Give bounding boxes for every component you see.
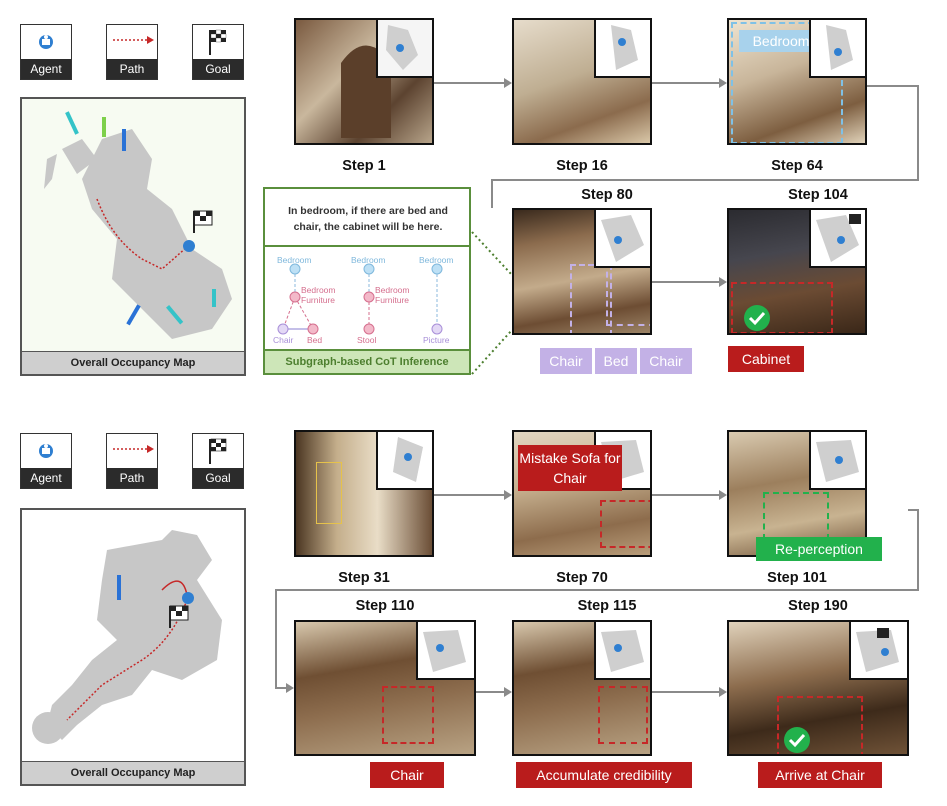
cot-caption: Subgraph-based CoT Inference	[265, 349, 469, 373]
mistake-tag: Mistake Sofa for Chair	[518, 445, 622, 491]
check-icon	[743, 304, 773, 333]
node-label: Chair	[273, 335, 294, 345]
legend-path-label: Path	[107, 468, 157, 488]
step-label: Step 31	[338, 570, 390, 586]
legend-path: Path	[106, 24, 158, 80]
frame-step-80	[512, 208, 652, 335]
frame-step-31	[294, 430, 434, 557]
subgraph-diagram	[277, 263, 443, 335]
cabinet-detection-box	[731, 282, 833, 333]
occupancy-map-2: Overall Occupancy Map	[20, 508, 246, 786]
chair-detection-box	[570, 264, 612, 333]
legend-agent: Agent	[20, 433, 72, 489]
occupancy-map-1-graphic	[22, 99, 244, 352]
minimap-inset	[416, 622, 474, 680]
legend-goal: Goal	[192, 433, 244, 489]
chair-detection-box	[598, 686, 648, 744]
minimap-inset	[376, 20, 432, 78]
step-label: Step 64	[771, 158, 823, 174]
cot-text: In bedroom, if there are bed and chair, …	[288, 205, 448, 233]
legend-goal: Goal	[192, 24, 244, 80]
frame-step-104	[727, 208, 867, 335]
bedroom-tag: Bedroom	[739, 30, 823, 52]
path-arrow-icon	[107, 25, 157, 59]
node-label: Bedroom	[351, 255, 386, 265]
sofa-recheck-box	[763, 492, 829, 540]
map-caption-1: Overall Occupancy Map	[22, 351, 244, 374]
step-label: Step 110	[355, 598, 415, 614]
frame-step-190	[727, 620, 909, 756]
cabinet-tag: Cabinet	[728, 346, 804, 372]
minimap-inset	[376, 432, 432, 490]
agent-icon	[21, 25, 71, 59]
legend-goal-label: Goal	[193, 468, 243, 488]
cot-inference-panel: In bedroom, if there are bed and chair, …	[263, 187, 471, 375]
node-label: Bedroom Furniture	[301, 285, 336, 305]
step-label: Step 101	[767, 570, 827, 586]
object-tag-chair: Chair	[640, 348, 692, 374]
legend-agent-label: Agent	[21, 468, 71, 488]
occupancy-map-1: Overall Occupancy Map	[20, 97, 246, 376]
minimap-inset	[809, 20, 865, 78]
legend-agent: Agent	[20, 24, 72, 80]
step-label: Step 190	[788, 598, 848, 614]
minimap-inset	[809, 210, 865, 268]
node-label: Bed	[307, 335, 323, 345]
chair-tag: Chair	[370, 762, 444, 788]
object-tag-chair: Chair	[540, 348, 592, 374]
chair-detection-box	[382, 686, 434, 744]
frame-step-16	[512, 18, 652, 145]
occupancy-map-2-graphic	[22, 510, 244, 762]
chair-goal-box	[777, 696, 863, 754]
node-label: Bedroom	[277, 255, 312, 265]
step-label: Step 16	[556, 158, 608, 174]
node-label: Bedroom Furniture	[375, 285, 410, 305]
minimap-inset	[594, 622, 650, 680]
frame-step-1	[294, 18, 434, 145]
node-label: Stool	[357, 335, 377, 345]
sofa-detection-box	[600, 500, 650, 548]
bedroom-detection-box	[731, 22, 843, 143]
minimap-inset	[849, 622, 907, 680]
minimap-inset	[809, 432, 865, 490]
doorway-detection-box	[316, 462, 342, 524]
object-tag-bed: Bed	[595, 348, 637, 374]
step-label: Step 115	[577, 598, 637, 614]
frame-step-101	[727, 430, 867, 557]
frame-step-64: Bedroom	[727, 18, 867, 145]
step-label: Step 104	[788, 187, 848, 203]
step-label: Step 80	[581, 187, 633, 203]
node-label: Picture	[423, 335, 450, 345]
node-label: Bedroom	[419, 255, 454, 265]
checkered-flag-icon	[193, 25, 243, 59]
arrive-at-chair-tag: Arrive at Chair	[758, 762, 882, 788]
map-caption-2: Overall Occupancy Map	[22, 761, 244, 784]
step-label: Step 1	[342, 158, 386, 174]
step-label: Step 70	[556, 570, 608, 586]
frame-step-110	[294, 620, 476, 756]
legend-goal-label: Goal	[193, 59, 243, 79]
bed-detection-box	[606, 262, 650, 326]
frame-step-115	[512, 620, 652, 756]
legend-path-label: Path	[107, 59, 157, 79]
check-icon	[783, 726, 813, 754]
minimap-inset	[594, 210, 650, 268]
reperception-tag: Re-perception	[756, 537, 882, 561]
checkered-flag-icon	[193, 434, 243, 468]
minimap-inset	[594, 20, 650, 78]
legend-path: Path	[106, 433, 158, 489]
path-arrow-icon	[107, 434, 157, 468]
flow-arrows-episode2	[275, 490, 919, 697]
accumulate-credibility-tag: Accumulate credibility	[516, 762, 692, 788]
legend-agent-label: Agent	[21, 59, 71, 79]
agent-icon	[21, 434, 71, 468]
flow-arrows-episode1	[434, 78, 919, 375]
